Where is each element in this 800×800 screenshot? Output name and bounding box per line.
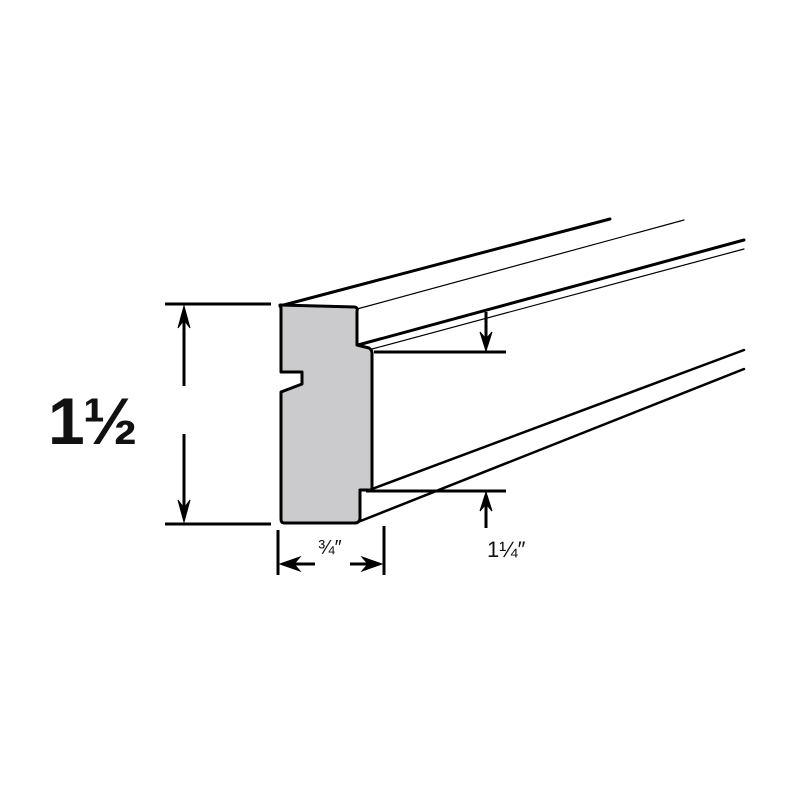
top-rabbet-leader [374,312,506,354]
width-dimension [276,526,386,575]
arrow-up-small-icon [479,490,493,512]
arrow-down-small-icon [479,331,493,353]
extrusion-lines [278,217,746,524]
bottom-rabbet-leader [366,489,506,528]
face-width-label: ¾″ [318,537,342,559]
arrow-right-icon [360,555,384,573]
arrow-down-icon [177,499,191,524]
profile-cross-section [278,303,374,525]
rabbet-height-label: 1¼″ [487,537,526,562]
arrow-left-icon [278,555,302,573]
arrow-up-icon [177,304,191,329]
overall-height-label: 1½ [48,384,138,458]
height-dimension [165,302,271,526]
